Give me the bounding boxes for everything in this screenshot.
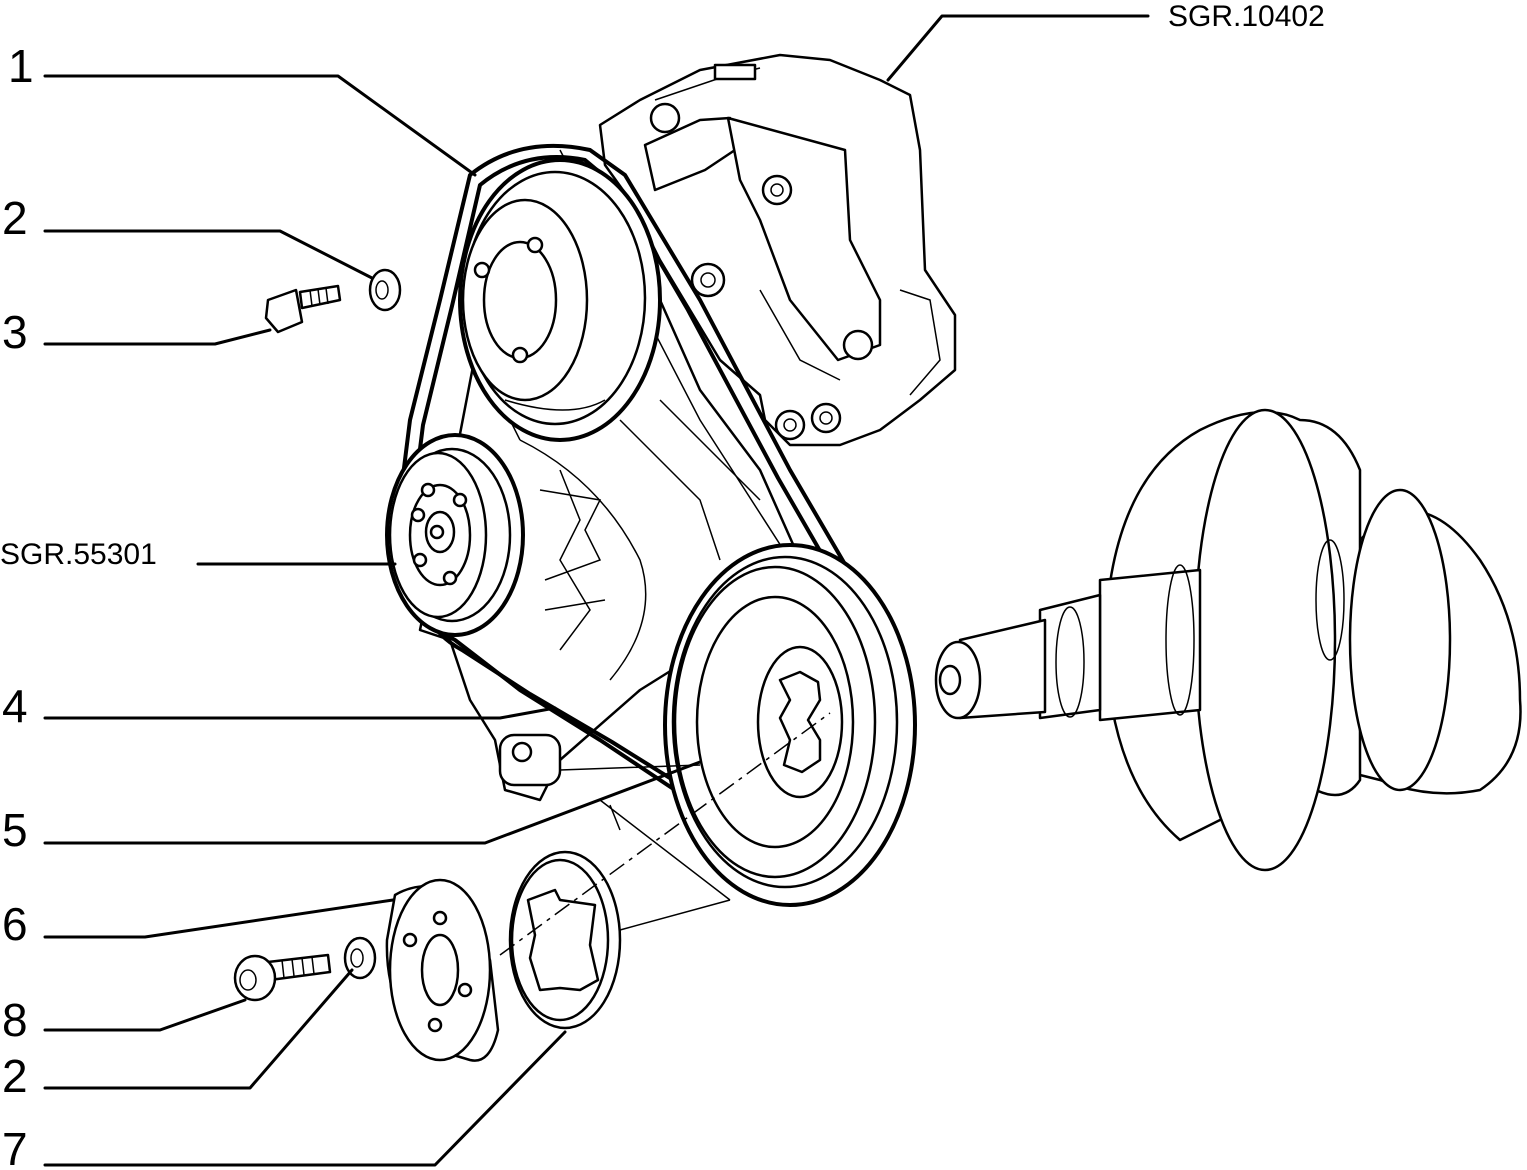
leader-2-lower [43,968,354,1090]
upper-bolt [264,284,342,334]
leader-4 [43,706,557,720]
callout-4: 4 [2,680,28,732]
reference-labels: SGR.10402 SGR.55301 [0,0,1325,571]
callout-6: 6 [2,898,28,950]
callout-3: 3 [2,306,28,358]
upper-washer [368,268,402,312]
callout-2-upper: 2 [2,192,28,244]
crankshaft [934,408,1522,872]
lower-washer [343,936,377,980]
alternator-bracket [598,53,957,447]
crankshaft-pulley [663,543,917,907]
callout-2-lower: 2 [2,1050,28,1102]
callout-5: 5 [2,804,28,856]
assembly-axis [499,712,831,956]
leader-1 [43,74,477,177]
leader-7 [43,1030,567,1167]
callout-8: 8 [2,994,28,1046]
ref-label-top: SGR.10402 [1168,0,1325,33]
flange-plate [385,878,500,1062]
leader-lines [43,14,1150,1167]
water-pump-pulley [458,158,662,442]
ref-label-left: SGR.55301 [0,538,157,571]
lower-bolt [233,953,332,1002]
leader-2-upper [43,229,374,280]
leader-5 [43,760,702,845]
idler-pulley [385,433,525,637]
callout-numbers: 1 2 3 4 5 6 8 2 7 [2,40,34,1170]
callout-7: 7 [2,1123,28,1170]
leader-ref-top [886,14,1150,82]
keyed-washer [508,850,622,1030]
callout-1: 1 [8,40,34,92]
leader-6 [43,898,395,939]
leader-3 [43,328,272,346]
leader-8 [43,998,247,1032]
